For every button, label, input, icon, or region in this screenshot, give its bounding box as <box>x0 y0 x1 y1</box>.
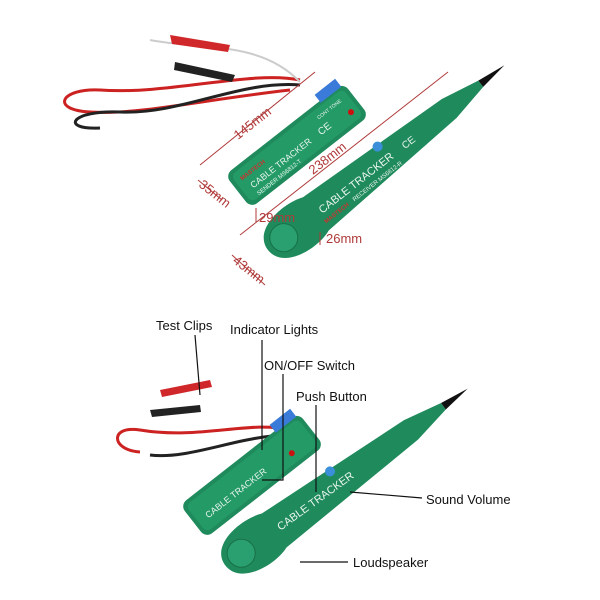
callout-on-off-switch: ON/OFF Switch <box>264 358 356 373</box>
dim-sender-length: 145mm <box>231 104 274 143</box>
callout-test-clips: Test Clips <box>156 318 213 333</box>
callout-sound-volume: Sound Volume <box>426 492 511 507</box>
callout-push-button: Push Button <box>296 389 367 404</box>
dim-receiver-depth: 26mm <box>326 231 362 246</box>
callout-loudspeaker: Loudspeaker <box>353 555 429 570</box>
callout-indicator-lights: Indicator Lights <box>230 322 319 337</box>
top-test-clips <box>63 35 301 130</box>
dim-sender-depth: 29mm <box>259 210 295 225</box>
dimension-lines <box>197 71 449 286</box>
dim-sender-width: 35mm <box>196 177 234 211</box>
callout-lines <box>194 334 423 563</box>
dim-receiver-width: 43mm <box>230 253 268 287</box>
